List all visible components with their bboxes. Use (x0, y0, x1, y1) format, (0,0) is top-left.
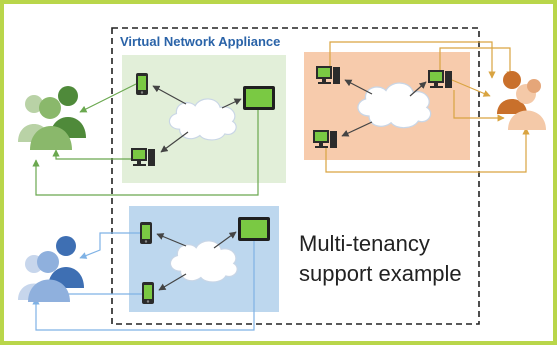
orange-tenant-links (325, 41, 530, 173)
smartphone-icon (142, 282, 154, 304)
smartphone-icon (136, 73, 148, 95)
tablet-icon (243, 86, 275, 110)
tablet-icon (238, 217, 270, 241)
caption-line-1: Multi-tenancy (299, 231, 430, 256)
caption-line-2: support example (299, 261, 462, 286)
cloud-device-links (152, 79, 427, 291)
diagram-caption: Multi-tenancy support example (299, 229, 462, 289)
virtual-network-appliance-boundary (111, 27, 480, 325)
green-tenant-links (32, 83, 259, 196)
user-group-orange-icon (497, 71, 546, 130)
smartphone-icon (140, 222, 152, 244)
user-group-green-icon (18, 86, 86, 150)
appliance-label: Virtual Network Appliance (120, 34, 281, 49)
user-group-blue-icon (18, 236, 84, 302)
